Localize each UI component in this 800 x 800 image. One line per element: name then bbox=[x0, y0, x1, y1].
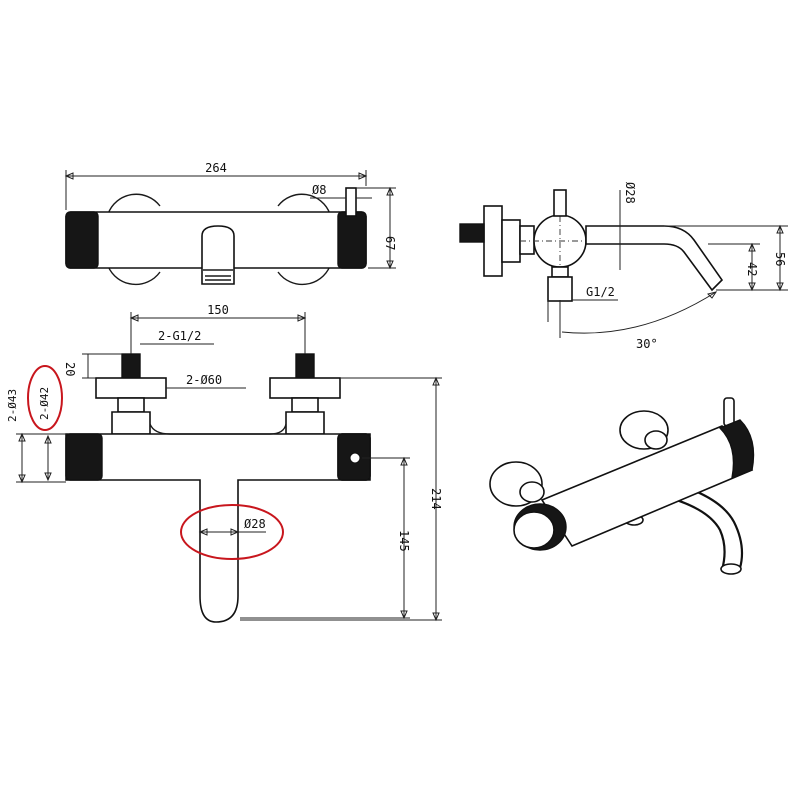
front-right-flange bbox=[269, 377, 341, 399]
dim-67: 67 bbox=[383, 236, 397, 250]
dim-d8: Ø8 bbox=[312, 183, 326, 197]
side-dim-42: 42 bbox=[745, 262, 759, 276]
top-left-knob bbox=[65, 211, 99, 269]
front-dim-20: 20 bbox=[63, 362, 77, 376]
front-dim-d43: 2-Ø43 bbox=[6, 389, 19, 422]
front-dim-d60: 2-Ø60 bbox=[186, 373, 222, 387]
front-dim-145: 145 bbox=[397, 530, 411, 552]
top-view: 264 Ø8 67 bbox=[64, 161, 397, 286]
side-dim-d28: Ø28 bbox=[623, 182, 637, 204]
dim-264: 264 bbox=[205, 161, 227, 175]
side-dim-56: 56 bbox=[773, 252, 787, 266]
front-dim-214: 214 bbox=[429, 488, 443, 510]
front-dim-d42: 2-Ø42 bbox=[38, 387, 51, 420]
front-dim-g12: 2-G1/2 bbox=[158, 329, 201, 343]
side-view: Ø28 42 56 G1/2 30° bbox=[459, 182, 788, 351]
side-dim-g12: G1/2 bbox=[586, 285, 615, 299]
front-left-knob bbox=[65, 433, 103, 481]
highlight-ring-d42 bbox=[27, 365, 63, 431]
top-right-knob bbox=[337, 211, 367, 269]
front-dim-d28: Ø28 bbox=[244, 517, 266, 531]
iso-view bbox=[489, 397, 755, 575]
side-spout bbox=[585, 225, 724, 292]
front-body bbox=[65, 433, 371, 623]
highlight-ring-d28 bbox=[180, 504, 284, 560]
side-dim-30deg: 30° bbox=[636, 337, 658, 351]
front-left-flange bbox=[95, 377, 167, 399]
front-dim-150: 150 bbox=[207, 303, 229, 317]
front-view: 150 2-G1/2 20 2-Ø60 2-Ø43 2-Ø42 Ø28 bbox=[6, 303, 443, 623]
side-thread bbox=[459, 223, 485, 243]
